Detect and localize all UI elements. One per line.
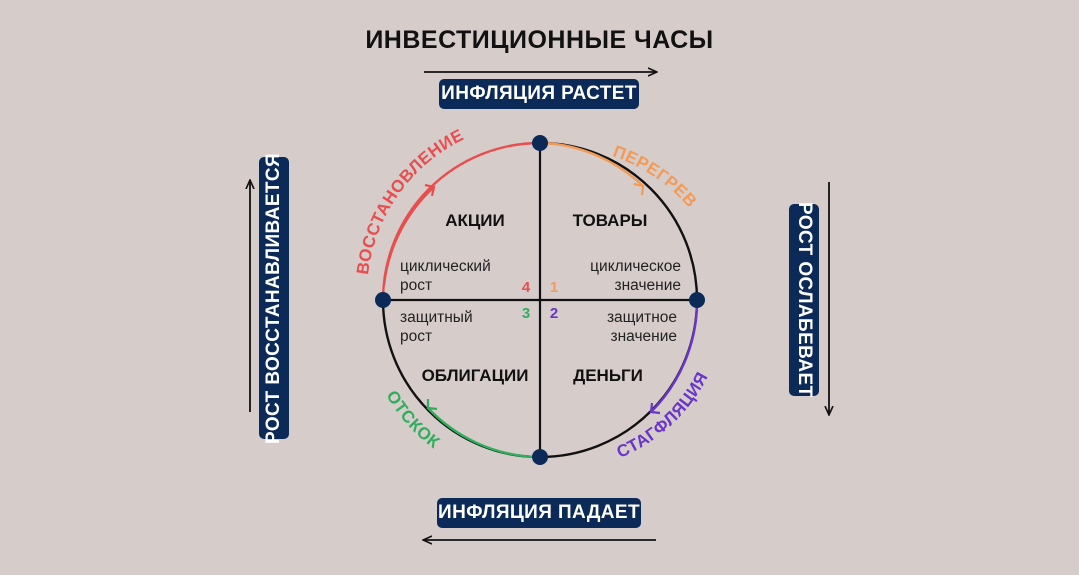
axis-label-inflation-falling: ИНФЛЯЦИЯ ПАДАЕТ [437, 498, 641, 528]
quadrant-title-cash: ДЕНЬГИ [573, 366, 643, 385]
quadrant-desc-bonds-2: рост [400, 328, 432, 345]
arrow-rebound [427, 407, 536, 459]
axis-label-inflation-rising: ИНФЛЯЦИЯ РАСТЕТ [439, 79, 639, 109]
arrow-stagflation [650, 304, 699, 413]
axis-label-growth-weakening: РОСТ ОСЛАБЕВАЕТ [789, 202, 819, 398]
quadrant-desc-commodities-2: значение [615, 277, 681, 294]
phase-number-2: 2 [550, 305, 558, 322]
phase-label-recovery: ВОССТАНОВЛЕНИЕ [353, 125, 467, 275]
quadrant-desc-cash-1: защитное [607, 309, 677, 326]
phase-label-rebound: ОТСКОК [382, 387, 443, 452]
quadrant-desc-bonds-1: защитный [400, 309, 473, 326]
page-title: ИНВЕСТИЦИОННЫЕ ЧАСЫ [365, 26, 714, 54]
phase-number-1: 1 [550, 279, 558, 296]
arrowhead-stagflation [649, 402, 661, 415]
quadrant-title-bonds: ОБЛИГАЦИИ [422, 366, 529, 385]
node-left [375, 292, 391, 308]
arrowhead-overheat [633, 182, 645, 196]
node-bottom [532, 449, 548, 465]
arrowhead-recovery [424, 183, 436, 197]
phase-label-overheat: ПЕРЕГРЕВ [611, 142, 701, 211]
arrow-recovery [382, 186, 435, 286]
arrowhead-rebound [426, 399, 438, 411]
quadrant-title-commodities: ТОВАРЫ [573, 211, 648, 230]
node-right [689, 292, 705, 308]
quadrant-desc-cash-2: значение [611, 328, 677, 345]
node-top [532, 135, 548, 151]
quadrant-desc-commodities-1: циклическое [590, 258, 681, 275]
quadrant-desc-stocks-1: циклический [400, 258, 491, 275]
quadrant-title-stocks: АКЦИИ [445, 211, 505, 230]
phase-number-3: 3 [522, 305, 530, 322]
phase-number-4: 4 [522, 279, 531, 296]
arrow-overheat [544, 141, 644, 187]
quadrant-desc-stocks-2: рост [400, 277, 432, 294]
